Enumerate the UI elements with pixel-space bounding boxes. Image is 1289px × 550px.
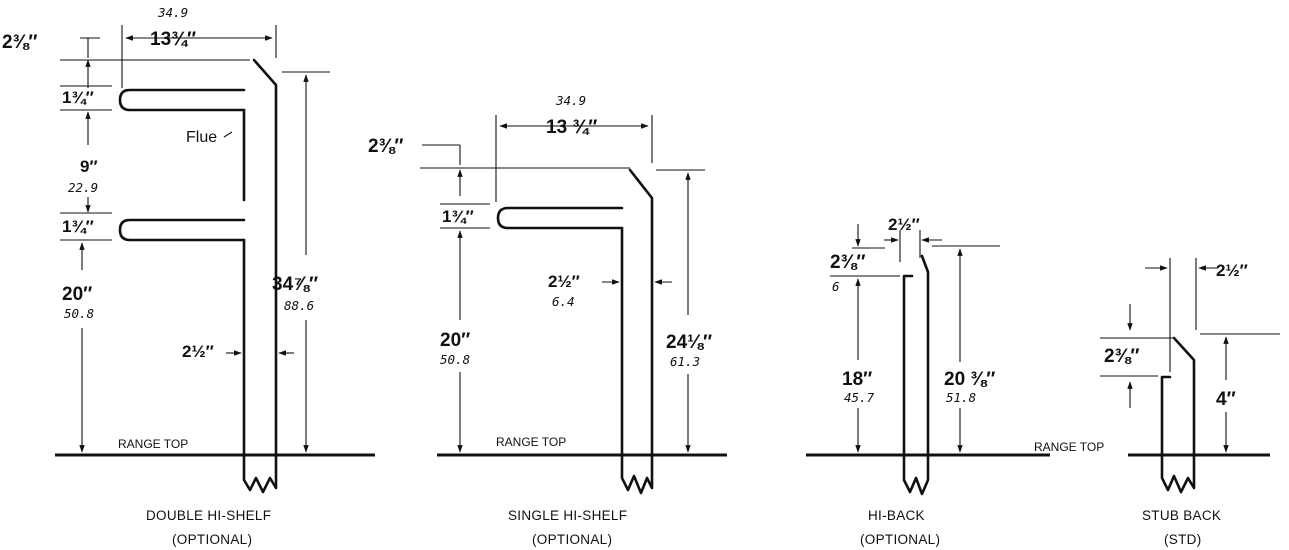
- double-hi-shelf-figure: 2⅜″ 34.9 13¾″ 1¾″ 9″ 22.9 1¾″ 20″ 50.8 R…: [2, 5, 375, 547]
- stub-top-offset-label: 2⅜″: [1104, 346, 1140, 367]
- double-break-mark: [242, 453, 278, 494]
- double-gap-label: 9″: [80, 157, 98, 176]
- stub-back-figure: 2½″ 2⅜″ 4″ RANGE TOP STUB BACK (STD): [1034, 258, 1280, 547]
- single-caption-line2: (OPTIONAL): [532, 532, 612, 547]
- stub-height-label: 4″: [1216, 389, 1236, 410]
- stub-caption-line1: STUB BACK: [1142, 508, 1221, 523]
- single-hi-shelf-figure: 2⅜″ 34.9 13 ¾″ 1¾″ 20″ 50.8 RANGE TOP 2½…: [368, 93, 727, 547]
- hiback-break-mark: [902, 453, 930, 496]
- hiback-lower-label: 18″: [842, 369, 872, 390]
- single-total-label: 24⅛″: [666, 332, 712, 353]
- double-back-wall-right: [252, 58, 278, 457]
- single-shelf-height: 1¾″: [442, 207, 474, 226]
- double-caption-line1: DOUBLE HI-SHELF: [146, 508, 271, 523]
- stub-front-wall: [1160, 375, 1172, 457]
- single-caption-line1: SINGLE HI-SHELF: [508, 508, 627, 523]
- hiback-caption-line1: HI-BACK: [868, 508, 925, 523]
- hiback-depth-label: 2½″: [888, 215, 920, 234]
- double-range-top-label: RANGE TOP: [118, 437, 188, 451]
- hiback-total-label: 20 ⅜″: [944, 369, 995, 390]
- hiback-rear-wall: [920, 254, 930, 457]
- hiback-total-metric: 51.8: [946, 390, 976, 405]
- single-width-label: 13 ¾″: [546, 117, 597, 138]
- double-width-label: 13¾″: [150, 29, 196, 50]
- double-upper-shelf: [118, 88, 246, 112]
- double-gap-metric: 22.9: [68, 180, 98, 195]
- single-top-offset-label: 2⅜″: [368, 136, 404, 157]
- double-top-offset-label: 2⅜″: [2, 32, 38, 53]
- hiback-top-offset-metric: 6: [832, 279, 840, 294]
- stub-depth-label: 2½″: [1216, 261, 1248, 280]
- double-shelf-height-2: 1¾″: [62, 217, 94, 236]
- hiback-front-wall: [902, 274, 914, 457]
- stub-break-mark: [1160, 453, 1196, 494]
- single-depth-label: 2½″: [548, 272, 580, 291]
- single-lower-metric: 50.8: [440, 352, 470, 367]
- stub-rear-wall: [1172, 336, 1196, 457]
- single-range-top-label: RANGE TOP: [496, 435, 566, 449]
- stub-caption-line2: (STD): [1164, 532, 1202, 547]
- single-lower-label: 20″: [440, 330, 470, 351]
- single-total-metric: 61.3: [670, 354, 700, 369]
- double-flue-label: Flue: [186, 129, 217, 146]
- double-caption-line2: (OPTIONAL): [172, 532, 252, 547]
- double-width-metric: 34.9: [157, 5, 188, 20]
- single-width-metric: 34.9: [555, 93, 586, 108]
- double-lower-metric: 50.8: [64, 306, 94, 321]
- double-lower-label: 20″: [62, 284, 92, 305]
- hiback-caption-line2: (OPTIONAL): [860, 532, 940, 547]
- double-depth-label: 2½″: [182, 342, 214, 361]
- hiback-lower-metric: 45.7: [844, 390, 875, 405]
- double-shelf-height-1: 1¾″: [62, 88, 94, 107]
- hi-back-figure: 2½″ 2⅜″ 6 18″ 45.7 20 ⅜″ 51.8 HI-BACK (O…: [806, 215, 1050, 547]
- double-total-metric: 88.6: [284, 298, 314, 313]
- single-back-wall-right: [628, 168, 654, 457]
- single-shelf: [496, 206, 624, 230]
- single-depth-metric: 6.4: [552, 294, 575, 309]
- stub-range-top-label: RANGE TOP: [1034, 440, 1104, 454]
- single-break-mark: [620, 453, 654, 495]
- double-total-label: 34⅞″: [272, 274, 318, 295]
- hiback-top-offset-label: 2⅜″: [830, 252, 866, 273]
- double-lower-shelf: [118, 218, 246, 242]
